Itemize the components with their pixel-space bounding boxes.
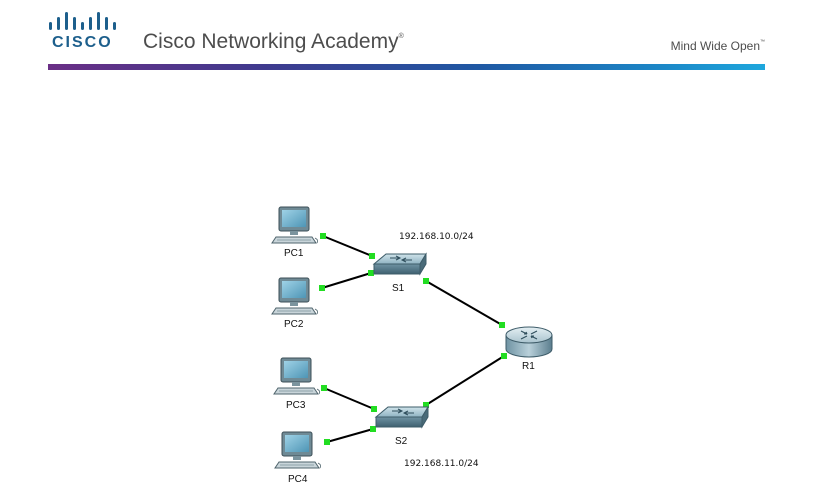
device-r1[interactable]: R1 bbox=[505, 326, 553, 372]
link-light bbox=[319, 285, 325, 291]
header-gradient-bar bbox=[48, 64, 765, 70]
link-pc3-s2 bbox=[323, 387, 375, 410]
link-light bbox=[423, 278, 429, 284]
header: CISCO Cisco Networking Academy® Mind Wid… bbox=[0, 0, 815, 72]
router-icon bbox=[505, 326, 553, 358]
pc-icon bbox=[273, 357, 321, 395]
device-label: R1 bbox=[522, 361, 535, 372]
link-pc2-s1 bbox=[321, 272, 372, 289]
device-label: PC4 bbox=[288, 474, 308, 485]
link-light bbox=[321, 385, 327, 391]
device-pc3[interactable]: PC3 bbox=[273, 357, 321, 411]
pc-icon bbox=[271, 206, 319, 244]
link-light bbox=[369, 253, 375, 259]
device-s1[interactable]: S1 bbox=[373, 253, 427, 294]
link-light bbox=[370, 426, 376, 432]
link-status-lights bbox=[319, 233, 507, 445]
pc-icon bbox=[274, 431, 322, 469]
network-label-s2: 192.168.11.0/24 bbox=[404, 459, 479, 469]
link-light bbox=[501, 353, 507, 359]
cisco-logo-text: CISCO bbox=[52, 34, 113, 51]
device-pc1[interactable]: PC1 bbox=[271, 206, 319, 259]
switch-icon bbox=[375, 406, 429, 428]
link-light bbox=[320, 233, 326, 239]
link-light bbox=[324, 439, 330, 445]
link-light bbox=[371, 406, 377, 412]
device-label: S1 bbox=[392, 283, 405, 294]
device-s2[interactable]: S2 bbox=[375, 406, 429, 447]
device-label: S2 bbox=[395, 436, 408, 447]
tagline: Mind Wide Open™ bbox=[671, 39, 765, 53]
device-label: PC3 bbox=[286, 400, 306, 411]
pc-icon bbox=[271, 277, 319, 315]
link-light bbox=[368, 270, 374, 276]
page-title: Cisco Networking Academy® bbox=[143, 30, 404, 54]
switch-icon bbox=[373, 253, 427, 275]
device-label: PC1 bbox=[284, 248, 304, 259]
registered-mark: ® bbox=[398, 33, 404, 40]
link-pc1-s1 bbox=[322, 235, 373, 257]
link-light bbox=[499, 322, 505, 328]
cisco-logo-icon bbox=[49, 12, 116, 30]
tagline-text: Mind Wide Open bbox=[670, 39, 760, 53]
device-pc2[interactable]: PC2 bbox=[271, 277, 319, 330]
device-pc4[interactable]: PC4 bbox=[274, 431, 322, 485]
device-label: PC2 bbox=[284, 319, 304, 330]
link-s2-r1 bbox=[425, 355, 505, 406]
trademark-mark: ™ bbox=[760, 39, 765, 45]
network-label-s1: 192.168.10.0/24 bbox=[399, 232, 474, 242]
link-pc4-s2 bbox=[326, 428, 374, 443]
link-light bbox=[423, 402, 429, 408]
link-s1-r1 bbox=[425, 280, 503, 326]
page-title-text: Cisco Networking Academy bbox=[143, 30, 399, 53]
topology-links bbox=[321, 235, 505, 443]
